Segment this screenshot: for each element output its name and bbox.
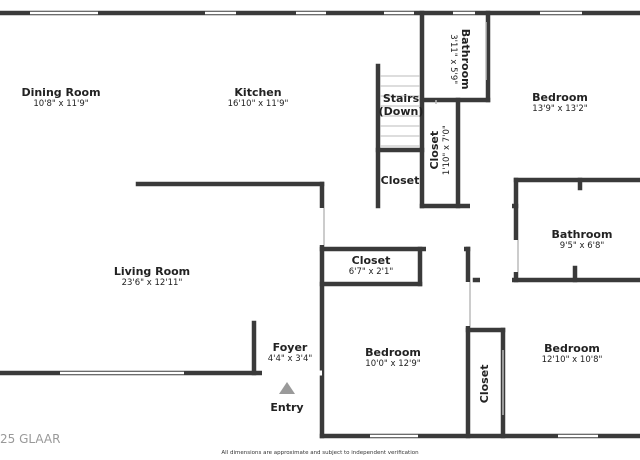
room-name: Closet bbox=[478, 364, 492, 404]
room-dimensions: 1'10" x 7'0" bbox=[441, 125, 452, 176]
room-name: Closet bbox=[380, 174, 420, 187]
bedroom-mid-label: Bedroom 10'0" x 12'9" bbox=[365, 346, 421, 369]
closet-mid-label: Closet 6'7" x 2'1" bbox=[349, 254, 394, 277]
room-dimensions: 12'10" x 10'8" bbox=[541, 355, 603, 366]
room-name: Bedroom bbox=[544, 342, 600, 355]
room-name: Living Room bbox=[113, 265, 191, 278]
room-name: Closet bbox=[427, 130, 441, 170]
stairs-direction: (Down) bbox=[378, 105, 424, 119]
living-room-label: Living Room 23'6" x 12'11" bbox=[114, 265, 190, 288]
dining-room-label: Dining Room 10'8" x 11'9" bbox=[21, 86, 100, 109]
room-dimensions: 9'5" x 6'8" bbox=[559, 241, 605, 252]
entry-arrow-icon bbox=[279, 382, 295, 394]
room-name: Kitchen bbox=[234, 86, 282, 99]
stairs-treads bbox=[380, 75, 420, 147]
room-dimensions: 3'11" x 5'9" bbox=[448, 34, 459, 85]
door-jambs bbox=[323, 22, 519, 415]
disclaimer-footer: All dimensions are approximate and subje… bbox=[221, 450, 419, 456]
watermark: 25 GLAAR bbox=[0, 432, 61, 446]
kitchen-label: Kitchen 16'10" x 11'9" bbox=[228, 86, 289, 109]
bathroom-top-label: Bathroom 3'11" x 5'9" bbox=[448, 19, 472, 99]
room-name: Closet bbox=[351, 254, 391, 267]
closet-small-label: Closet bbox=[381, 174, 420, 187]
room-name: Bedroom bbox=[365, 346, 421, 359]
stairs-label: Stairs (Down) bbox=[379, 92, 424, 118]
room-name: Bedroom bbox=[532, 91, 588, 104]
room-dimensions: 23'6" x 12'11" bbox=[121, 278, 183, 289]
room-name: Bathroom bbox=[459, 28, 473, 90]
foyer-label: Foyer 4'4" x 3'4" bbox=[268, 341, 313, 364]
closet-right-label: Closet bbox=[478, 354, 492, 414]
room-dimensions: 10'8" x 11'9" bbox=[33, 99, 89, 110]
room-name: Foyer bbox=[272, 341, 308, 354]
entry-label: Entry bbox=[270, 401, 304, 414]
room-name: Dining Room bbox=[21, 86, 101, 99]
windows bbox=[30, 11, 598, 438]
room-dimensions: 16'10" x 11'9" bbox=[227, 99, 289, 110]
room-dimensions: 4'4" x 3'4" bbox=[267, 354, 313, 365]
room-name: Bathroom bbox=[551, 228, 613, 241]
bathroom-right-label: Bathroom 9'5" x 6'8" bbox=[552, 228, 613, 251]
room-dimensions: 6'7" x 2'1" bbox=[348, 267, 394, 278]
stairs-name: Stairs bbox=[382, 92, 420, 105]
room-dimensions: 10'0" x 12'9" bbox=[365, 359, 421, 370]
bedroom-right-label: Bedroom 12'10" x 10'8" bbox=[542, 342, 603, 365]
closet-hall-label: Closet 1'10" x 7'0" bbox=[428, 110, 452, 190]
doorways bbox=[262, 203, 519, 376]
room-dimensions: 13'9" x 13'2" bbox=[532, 104, 588, 115]
bedroom-top-label: Bedroom 13'9" x 13'2" bbox=[532, 91, 588, 114]
